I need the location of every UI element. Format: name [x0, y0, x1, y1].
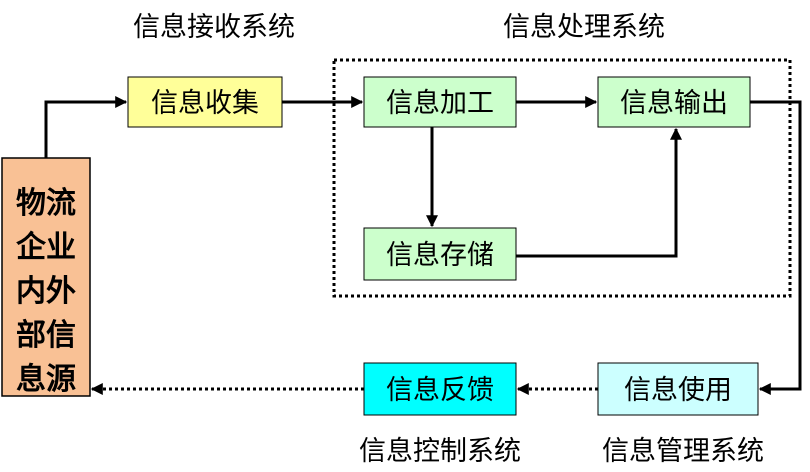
arrow-storage-to-output [516, 127, 682, 258]
node-collect: 信息收集 [127, 76, 283, 128]
node-feedback-label: 信息反馈 [386, 375, 494, 406]
node-usage: 信息使用 [597, 362, 759, 416]
node-process-label: 信息加工 [386, 88, 494, 119]
node-feedback: 信息反馈 [363, 362, 517, 416]
source-line-2: 企业 [16, 230, 76, 265]
processing-system-boundary [332, 58, 792, 298]
source-line-1: 物流 [16, 186, 76, 221]
caption-manage-system: 信息管理系统 [602, 436, 764, 467]
caption-control-system: 信息控制系统 [359, 436, 521, 467]
node-storage: 信息存储 [363, 227, 517, 281]
node-collect-label: 信息收集 [151, 88, 259, 119]
arrow-output-to-usage [750, 100, 802, 395]
node-output-label: 信息输出 [620, 88, 728, 119]
node-storage-label: 信息存储 [386, 240, 494, 271]
source-line-3: 内外 [16, 274, 76, 309]
source-line-4: 部信 [16, 318, 76, 353]
info-source-box: 物流 企业 内外 部信 息源 [1, 157, 91, 397]
caption-receive-system: 信息接收系统 [133, 12, 295, 43]
node-usage-label: 信息使用 [624, 375, 732, 406]
node-process: 信息加工 [363, 76, 517, 128]
source-line-5: 息源 [16, 362, 76, 397]
arrow-source-to-collect [44, 96, 128, 158]
node-output: 信息输出 [597, 76, 751, 128]
caption-process-system: 信息处理系统 [503, 12, 665, 43]
